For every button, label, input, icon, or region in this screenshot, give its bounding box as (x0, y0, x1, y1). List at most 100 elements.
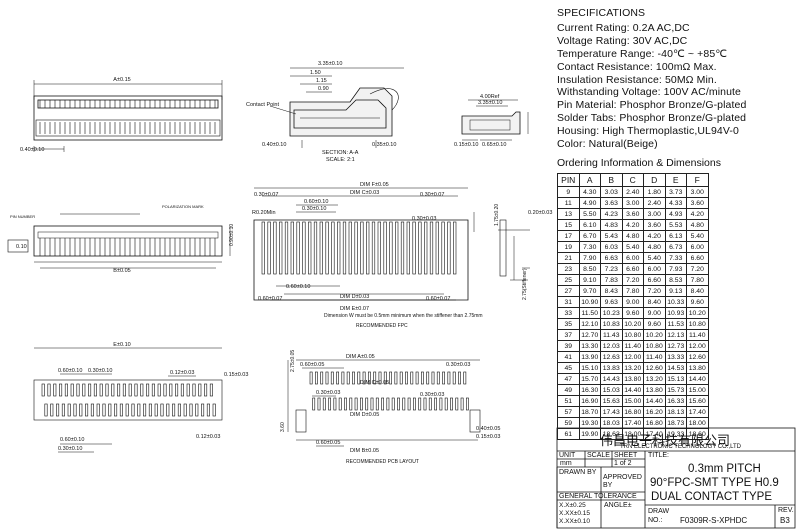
table-cell: 9.13 (664, 285, 687, 297)
table-cell: 7.33 (664, 252, 687, 264)
fpc-1-75-label: 1.75±0.20 (494, 204, 500, 226)
pcb-dim-a-label: DIM A±0.05 (346, 354, 375, 360)
table-cell: 4.30 (578, 186, 601, 198)
bottom-view (7, 213, 231, 269)
fpc-r-label: R0.20Min (252, 210, 276, 216)
approved-by-label: APPROVED BY (603, 474, 642, 489)
spec-line: Withstanding Voltage: 100V AC/minute (557, 86, 741, 99)
table-cell: 4.90 (578, 197, 601, 209)
table-cell: 12.60 (686, 351, 709, 363)
pcb-0-60-label: 0.60±0.10 (58, 368, 82, 374)
spec-line: Voltage Rating: 30V AC,DC (557, 34, 688, 47)
dim-b-label: B±0.05 (113, 268, 130, 274)
spec-line: Contact Resistance: 100mΩ Max. (557, 60, 717, 73)
table-cell: 6.00 (686, 241, 709, 253)
dim-0-10-label: 0.10 (16, 244, 27, 250)
table-cell: 45 (557, 362, 580, 374)
dim-3-35b-label: 3.35±0.10 (478, 100, 502, 106)
stiffener-label: 2.75(Stiffener) (522, 268, 528, 300)
table-cell: 10.80 (621, 329, 644, 341)
table-cell: 4.80 (621, 230, 644, 242)
table-cell: 4.93 (664, 208, 687, 220)
table-cell: 10.83 (600, 318, 623, 330)
table-cell: 4.80 (686, 219, 709, 231)
table-cell: 4.80 (643, 241, 666, 253)
table-cell: 10.80 (686, 318, 709, 330)
table-cell: 7.83 (600, 274, 623, 286)
table-cell: 9.70 (578, 285, 601, 297)
table-cell: 16.30 (578, 384, 601, 396)
dim-0-40b-label: 0.40±0.10 (262, 142, 286, 148)
dim-a-label: A±0.15 (113, 77, 130, 83)
pcb-0-30d-label: 0.30±0.03 (316, 390, 340, 396)
table-cell: 41 (557, 351, 580, 363)
pcb-0-60c-label: 0.60±0.05 (300, 362, 324, 368)
table-cell: 4.20 (643, 230, 666, 242)
table-cell: 16.33 (664, 395, 687, 407)
table-cell: 13.20 (621, 362, 644, 374)
unit-label: UNIT (559, 452, 576, 459)
table-cell: 9.60 (686, 296, 709, 308)
table-cell: 3.00 (621, 197, 644, 209)
sheet-value: 1 of 2 (614, 460, 632, 467)
table-cell: 59 (557, 417, 580, 429)
table-cell: 35 (557, 318, 580, 330)
table-cell: 8.40 (686, 285, 709, 297)
table-cell: 6.00 (643, 263, 666, 275)
pcb-layout (287, 359, 481, 447)
specifications: SPECIFICATIONS Current Rating: 0.2A AC,D… (557, 7, 746, 151)
table-cell: 7.23 (600, 263, 623, 275)
fpc-0-20-label: 0.20±0.03 (528, 210, 552, 216)
table-cell: 13.33 (664, 351, 687, 363)
table-cell: 5.50 (578, 208, 601, 220)
fpc-dim-c-label: DIM C±0.03 (350, 190, 379, 196)
pcb-2-75-label: 2.75±0.05 (290, 350, 296, 372)
table-cell: 14.40 (621, 384, 644, 396)
table-cell: 12.03 (600, 340, 623, 352)
table-cell: 31 (557, 296, 580, 308)
table-cell: 7.93 (664, 263, 687, 275)
table-cell: 12.63 (600, 351, 623, 363)
table-header-cell: B (600, 173, 623, 187)
pcb-0-30b-label: 0.30±0.10 (58, 446, 82, 452)
table-cell: 12.00 (621, 351, 644, 363)
fpc-dim-0-60-label: 0.60±0.10 (304, 199, 328, 205)
table-cell: 4.83 (600, 219, 623, 231)
table-cell: 11.43 (600, 329, 623, 341)
table-cell: 5.43 (600, 230, 623, 242)
section-scale: SCALE: 2:1 (326, 157, 355, 163)
table-cell: 12.60 (643, 362, 666, 374)
table-cell: 7.20 (686, 263, 709, 275)
table-cell: 11.40 (686, 329, 709, 341)
table-cell: 21 (557, 252, 580, 264)
table-cell: 14.40 (643, 395, 666, 407)
table-cell: 3.03 (600, 186, 623, 198)
spec-line: Temperature Range: -40℃ ~ +85℃ (557, 47, 728, 60)
table-cell: 7.90 (578, 252, 601, 264)
dim-0-40-label: 0.40±0.10 (20, 147, 44, 153)
section-view (269, 67, 404, 148)
table-cell: 10.80 (643, 340, 666, 352)
polarization-mark-label: POLARIZATION MARK (162, 204, 204, 209)
table-cell: 7.80 (621, 285, 644, 297)
table-cell: 15.63 (600, 395, 623, 407)
sheet-label: SHEET (614, 452, 638, 459)
rev-label: REV. (778, 507, 794, 514)
table-cell: 16.80 (643, 417, 666, 429)
table-cell: 15.60 (686, 395, 709, 407)
table-cell: 10.23 (600, 307, 623, 319)
table-cell: 18.73 (664, 417, 687, 429)
table-cell: 13.80 (643, 384, 666, 396)
table-cell: 6.60 (621, 263, 644, 275)
